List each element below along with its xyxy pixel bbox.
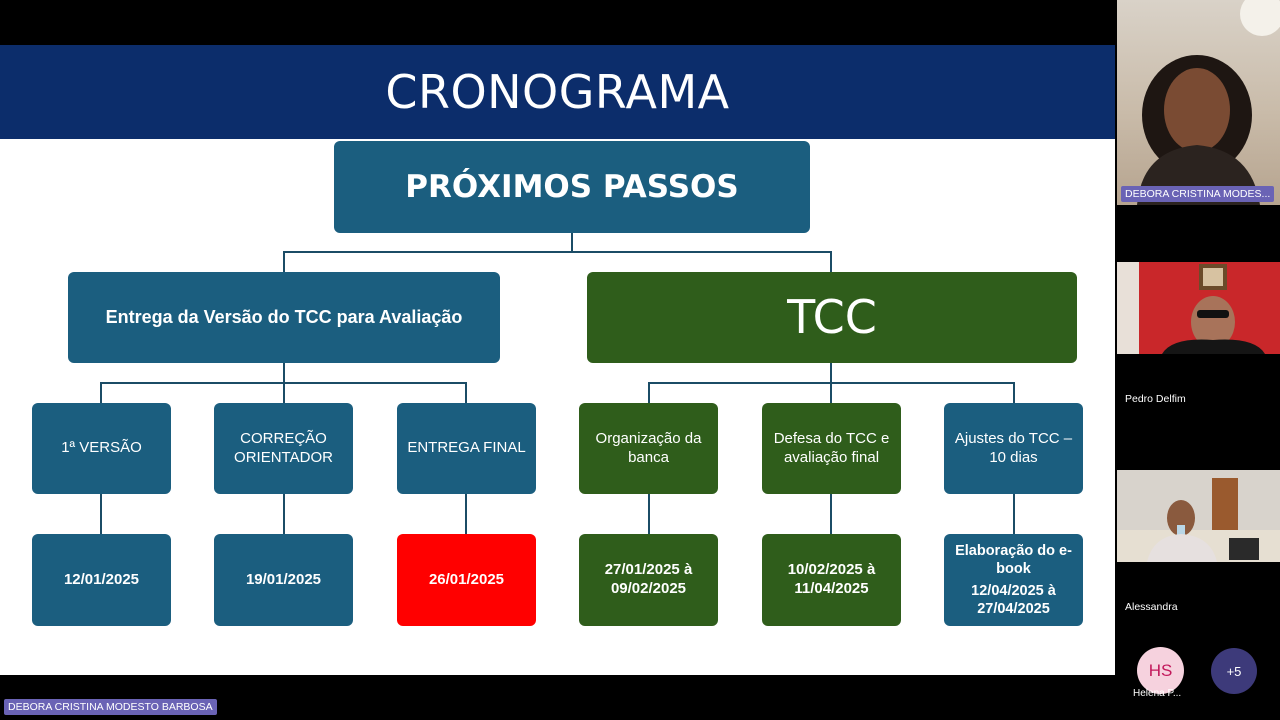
connector	[648, 494, 650, 534]
branch-label-left: Entrega da Versão do TCC para Avaliação	[105, 307, 463, 328]
date-box: Elaboração do e-book 12/04/2025 à 27/04/…	[944, 534, 1083, 626]
connector	[830, 363, 832, 382]
step-box: 1ª VERSÃO	[32, 403, 171, 494]
step-box: Organização da banca	[579, 403, 718, 494]
step-label: Organização da banca	[595, 429, 702, 466]
participant-name-tag: DEBORA CRISTINA MODES...	[1121, 186, 1275, 202]
root-box: PRÓXIMOS PASSOS	[334, 141, 810, 233]
participant-tile[interactable]	[1117, 470, 1280, 562]
step-label: Ajustes do TCC – 10 dias	[954, 429, 1073, 466]
date-box: 19/01/2025	[214, 534, 353, 626]
title-banner: CRONOGRAMA	[0, 45, 1115, 139]
date-label: 27/01/2025 à 09/02/2025	[604, 561, 693, 597]
connector	[283, 251, 285, 272]
connector	[648, 382, 650, 403]
participant-name: Pedro Delfim	[1125, 393, 1186, 405]
connector	[830, 382, 832, 403]
step-box: ENTREGA FINAL	[397, 403, 536, 494]
connector	[465, 382, 467, 403]
connector	[100, 494, 102, 534]
connector	[830, 251, 832, 272]
connector	[283, 494, 285, 534]
step-label: ENTREGA FINAL	[407, 439, 526, 457]
participant-video	[1117, 478, 1280, 562]
participant-tile[interactable]: DEBORA CRISTINA MODES...	[1117, 0, 1280, 205]
root-label: PRÓXIMOS PASSOS	[405, 168, 739, 205]
date-label: 12/01/2025	[63, 570, 140, 588]
branch-box-left: Entrega da Versão do TCC para Avaliação	[68, 272, 500, 363]
date-label: 12/04/2025 à 27/04/2025	[971, 583, 1056, 618]
date-box-highlight: 26/01/2025	[397, 534, 536, 626]
date-box: 10/02/2025 à 11/04/2025	[762, 534, 901, 626]
participant-name: Alessandra	[1125, 601, 1178, 613]
connector	[1013, 494, 1015, 534]
step-label: CORREÇÃO ORIENTADOR	[234, 429, 333, 466]
step-label: 1ª VERSÃO	[61, 439, 142, 457]
branch-label-right: TCC	[787, 289, 877, 344]
branch-box-right: TCC	[587, 272, 1077, 363]
connector	[283, 382, 285, 403]
participant-name: Helena P...	[1133, 688, 1182, 699]
date-label: 19/01/2025	[245, 570, 322, 588]
speaker-name-tag: DEBORA CRISTINA MODESTO BARBOSA	[4, 699, 217, 715]
connector	[283, 363, 285, 382]
connector	[100, 382, 102, 403]
date-label: 26/01/2025	[428, 570, 505, 588]
step-label: Defesa do TCC e avaliação final	[773, 429, 890, 466]
participant-video	[1117, 262, 1265, 354]
presentation-slide: CRONOGRAMA PRÓXIMOS PASSOS Entrega da Ve…	[0, 45, 1115, 675]
participant-tile[interactable]	[1117, 262, 1280, 354]
connector	[571, 233, 573, 251]
participant-video	[1137, 0, 1280, 205]
step-box: CORREÇÃO ORIENTADOR	[214, 403, 353, 494]
slide-title: CRONOGRAMA	[385, 65, 730, 119]
date-label: 10/02/2025 à 11/04/2025	[787, 561, 876, 597]
step-box: Ajustes do TCC – 10 dias	[944, 403, 1083, 494]
date-label: Elaboração do e-book	[955, 542, 1072, 577]
date-box: 27/01/2025 à 09/02/2025	[579, 534, 718, 626]
connector	[283, 251, 832, 253]
connector	[1013, 382, 1015, 403]
avatar[interactable]: HS	[1137, 647, 1184, 694]
date-box: 12/01/2025	[32, 534, 171, 626]
step-box: Defesa do TCC e avaliação final	[762, 403, 901, 494]
more-participants-button[interactable]: +5	[1211, 648, 1257, 694]
connector	[830, 494, 832, 534]
connector	[465, 494, 467, 534]
